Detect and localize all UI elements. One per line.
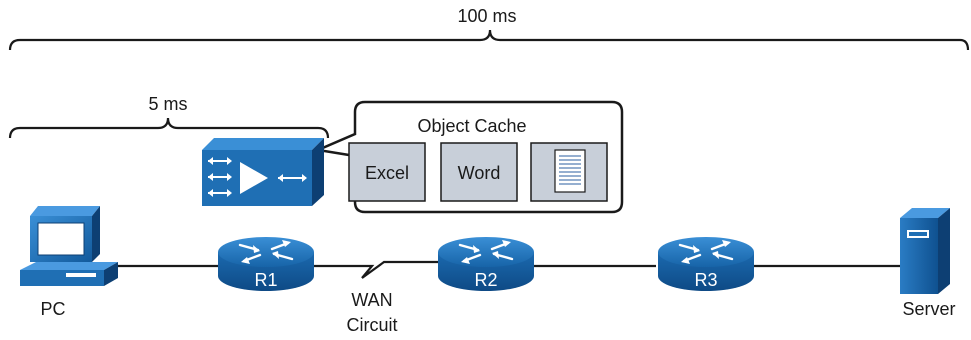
network-links [116,260,900,279]
cache-item-word-label: Word [458,163,501,183]
server-label: Server [902,299,955,319]
cache-item-excel-label: Excel [365,163,409,183]
cache-item-word: Word [440,142,518,202]
router-r1-label: R1 [254,270,277,290]
router-r3-label: R3 [694,270,717,290]
cache-item-excel: Excel [348,142,426,202]
router-r2-label: R2 [474,270,497,290]
server-icon [900,208,950,294]
router-r1: R1 [216,235,316,293]
object-cache-title: Object Cache [417,116,526,136]
router-r3: R3 [656,235,756,293]
wan-circuit-label-line2: Circuit [346,315,397,335]
pc-label: PC [40,299,65,319]
document-icon [554,149,586,193]
wan-optimizer-icon [202,138,324,206]
object-cache-callout: Object Cache Excel Word [313,100,624,214]
local-latency-brace [8,117,330,139]
router-r2: R2 [436,235,536,293]
pc-icon [20,206,118,286]
wan-circuit-label-line1: WAN [351,290,392,310]
cache-item-document [530,142,608,202]
end-to-end-latency-brace [8,29,970,51]
end-to-end-latency-label: 100 ms [457,6,516,26]
local-latency-label: 5 ms [148,94,187,114]
wan-circuit-link [314,260,438,279]
